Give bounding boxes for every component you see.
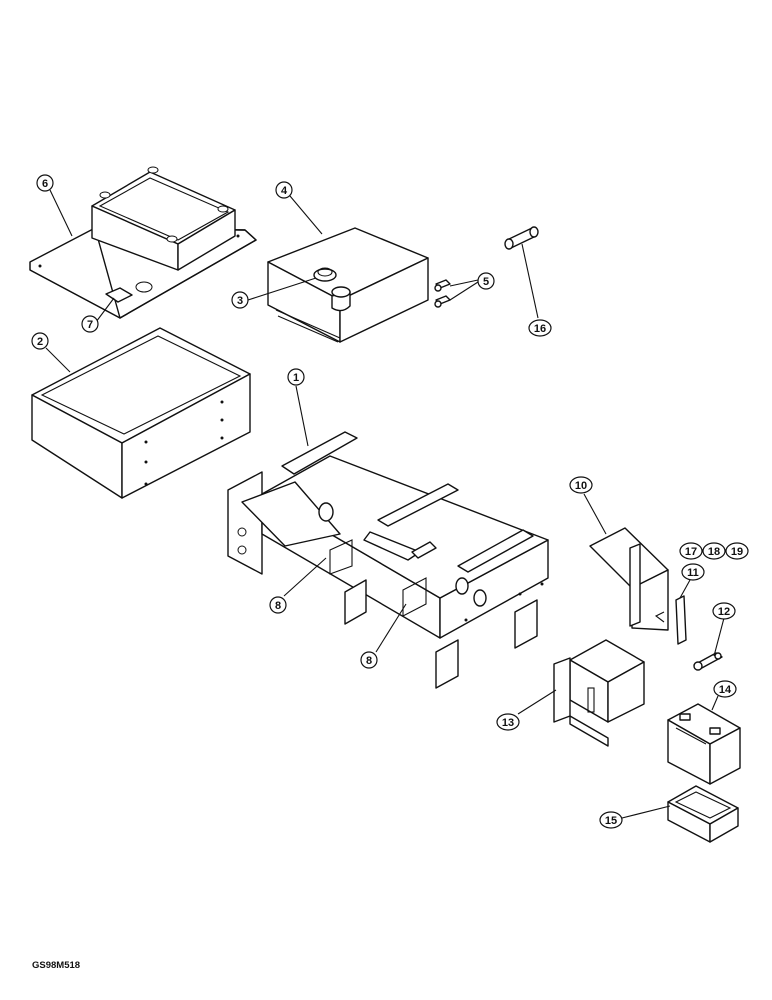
- callout-10-label: 10: [575, 480, 587, 492]
- callout-8a-label: 8: [275, 600, 281, 612]
- part-5-fittings: [434, 279, 451, 308]
- callout-13: 13: [496, 713, 520, 731]
- callout-11-label: 11: [687, 567, 699, 579]
- callout-14-label: 14: [719, 684, 732, 696]
- callout-1-label: 1: [293, 372, 299, 384]
- callout-16: 16: [528, 319, 552, 337]
- callout-5-label: 5: [483, 276, 489, 288]
- callout-2: 2: [31, 332, 49, 350]
- callout-12-label: 12: [718, 606, 730, 618]
- callout-17-label: 17: [685, 546, 697, 558]
- callout-19-label: 19: [731, 546, 743, 558]
- part-14-battery: [667, 703, 741, 785]
- callout-16-label: 16: [534, 323, 546, 335]
- callout-17: 17: [679, 542, 703, 560]
- callout-14: 14: [713, 680, 737, 698]
- callout-5: 5: [477, 272, 495, 290]
- callout-11: 11: [681, 563, 705, 581]
- callout-13-label: 13: [502, 717, 514, 729]
- part-15-tray: [667, 785, 739, 843]
- callout-12: 12: [712, 602, 736, 620]
- part-2-tray: [31, 327, 251, 499]
- part-16-pin: [504, 226, 539, 250]
- callout-19: 19: [725, 542, 749, 560]
- figure-code: GS98M518: [32, 960, 81, 971]
- part-1-frame: [227, 431, 549, 689]
- callout-8a: 8: [269, 596, 287, 614]
- callout-3: 3: [231, 291, 249, 309]
- callout-15-label: 15: [605, 815, 617, 827]
- callout-1: 1: [287, 368, 305, 386]
- callout-18-label: 18: [708, 546, 720, 558]
- part-4-tank: [267, 227, 429, 343]
- callout-4: 4: [275, 181, 293, 199]
- callout-15: 15: [599, 811, 623, 829]
- callout-8b: 8: [360, 651, 378, 669]
- callout-8b-label: 8: [366, 655, 372, 667]
- callout-6: 6: [36, 174, 54, 192]
- callout-4-label: 4: [281, 185, 288, 197]
- callout-18: 18: [702, 542, 726, 560]
- part-10-bracket: [589, 527, 687, 645]
- callout-7-label: 7: [87, 319, 93, 331]
- callout-2-label: 2: [37, 336, 43, 348]
- callout-7: 7: [81, 315, 99, 333]
- part-6-plate-with-box: [29, 166, 257, 319]
- callout-10: 10: [569, 476, 593, 494]
- callout-6-label: 6: [42, 178, 48, 190]
- callout-3-label: 3: [237, 295, 243, 307]
- leader-lines: [45, 189, 725, 819]
- part-13-holder: [553, 639, 645, 747]
- part-12-clamp: [693, 652, 723, 671]
